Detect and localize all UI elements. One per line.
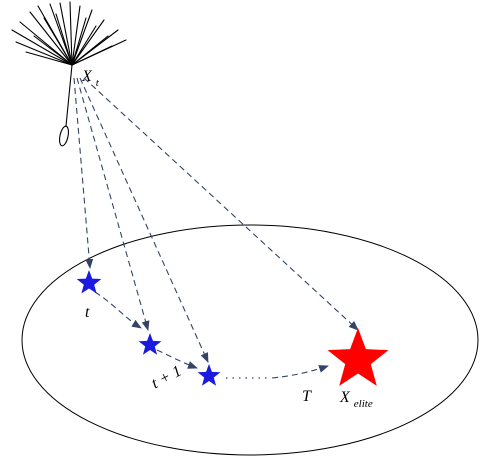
arrow-star-2-to-star-3	[156, 349, 198, 369]
step-T-label: T	[302, 388, 312, 405]
source-main: X	[81, 68, 93, 85]
arrow-star-1-to-star-2	[94, 291, 142, 329]
elite-label: X elite	[339, 389, 373, 410]
arrow-source-to-star-1	[73, 77, 94, 269]
source-label: X t	[81, 68, 100, 89]
search-space-ellipse	[21, 224, 479, 456]
elite-main: X	[339, 389, 351, 406]
source-sub: t	[96, 77, 100, 89]
blue-star-icon	[197, 364, 221, 386]
step-t-label: t	[85, 304, 90, 321]
blue-star-icon	[76, 270, 102, 294]
arrow-source-to-elite	[83, 77, 359, 331]
step-t1-label: t + 1	[149, 363, 185, 393]
dandelion-seed-icon	[11, 1, 127, 147]
arrow-source-to-star-3	[79, 77, 209, 363]
elite-sub: elite	[354, 398, 373, 410]
arrow-source-to-star-2	[76, 77, 150, 331]
blue-star-icon	[138, 333, 162, 355]
red-star-icon	[327, 328, 389, 386]
arrow-dash-to-elite	[271, 365, 329, 379]
